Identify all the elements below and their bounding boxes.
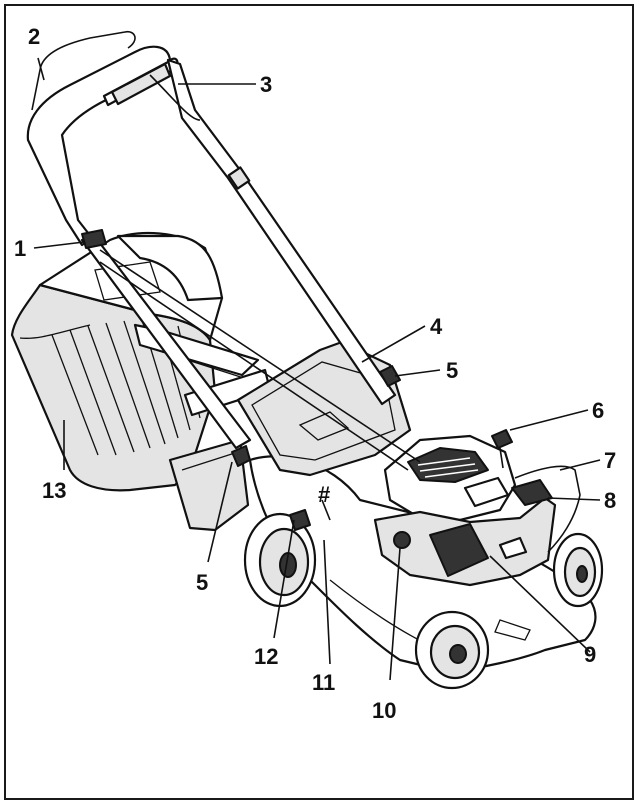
callout-5-right: 5 xyxy=(446,358,458,383)
callout-13: 13 xyxy=(42,478,66,503)
callout-2: 2 xyxy=(28,24,40,49)
callout-11: 11 xyxy=(312,670,335,695)
leader-lines xyxy=(33,57,601,681)
callout-5-left: 5 xyxy=(196,570,208,595)
callout-10: 10 xyxy=(372,698,396,723)
callout-1: 1 xyxy=(14,236,26,261)
callout-9: 9 xyxy=(584,642,596,667)
callout-8: 8 xyxy=(604,488,616,513)
callout-4: 4 xyxy=(430,314,443,339)
rear-flap xyxy=(168,438,250,532)
callout-7: 7 xyxy=(604,448,616,473)
callout-12: 12 xyxy=(254,644,278,669)
engine-cover xyxy=(236,340,412,477)
engine xyxy=(373,429,581,587)
handlebar xyxy=(26,30,421,471)
callout-3: 3 xyxy=(260,72,272,97)
callout-hash: # xyxy=(318,482,330,507)
wheels xyxy=(243,509,604,690)
diagram-frame xyxy=(4,4,634,800)
callout-6: 6 xyxy=(592,398,604,423)
